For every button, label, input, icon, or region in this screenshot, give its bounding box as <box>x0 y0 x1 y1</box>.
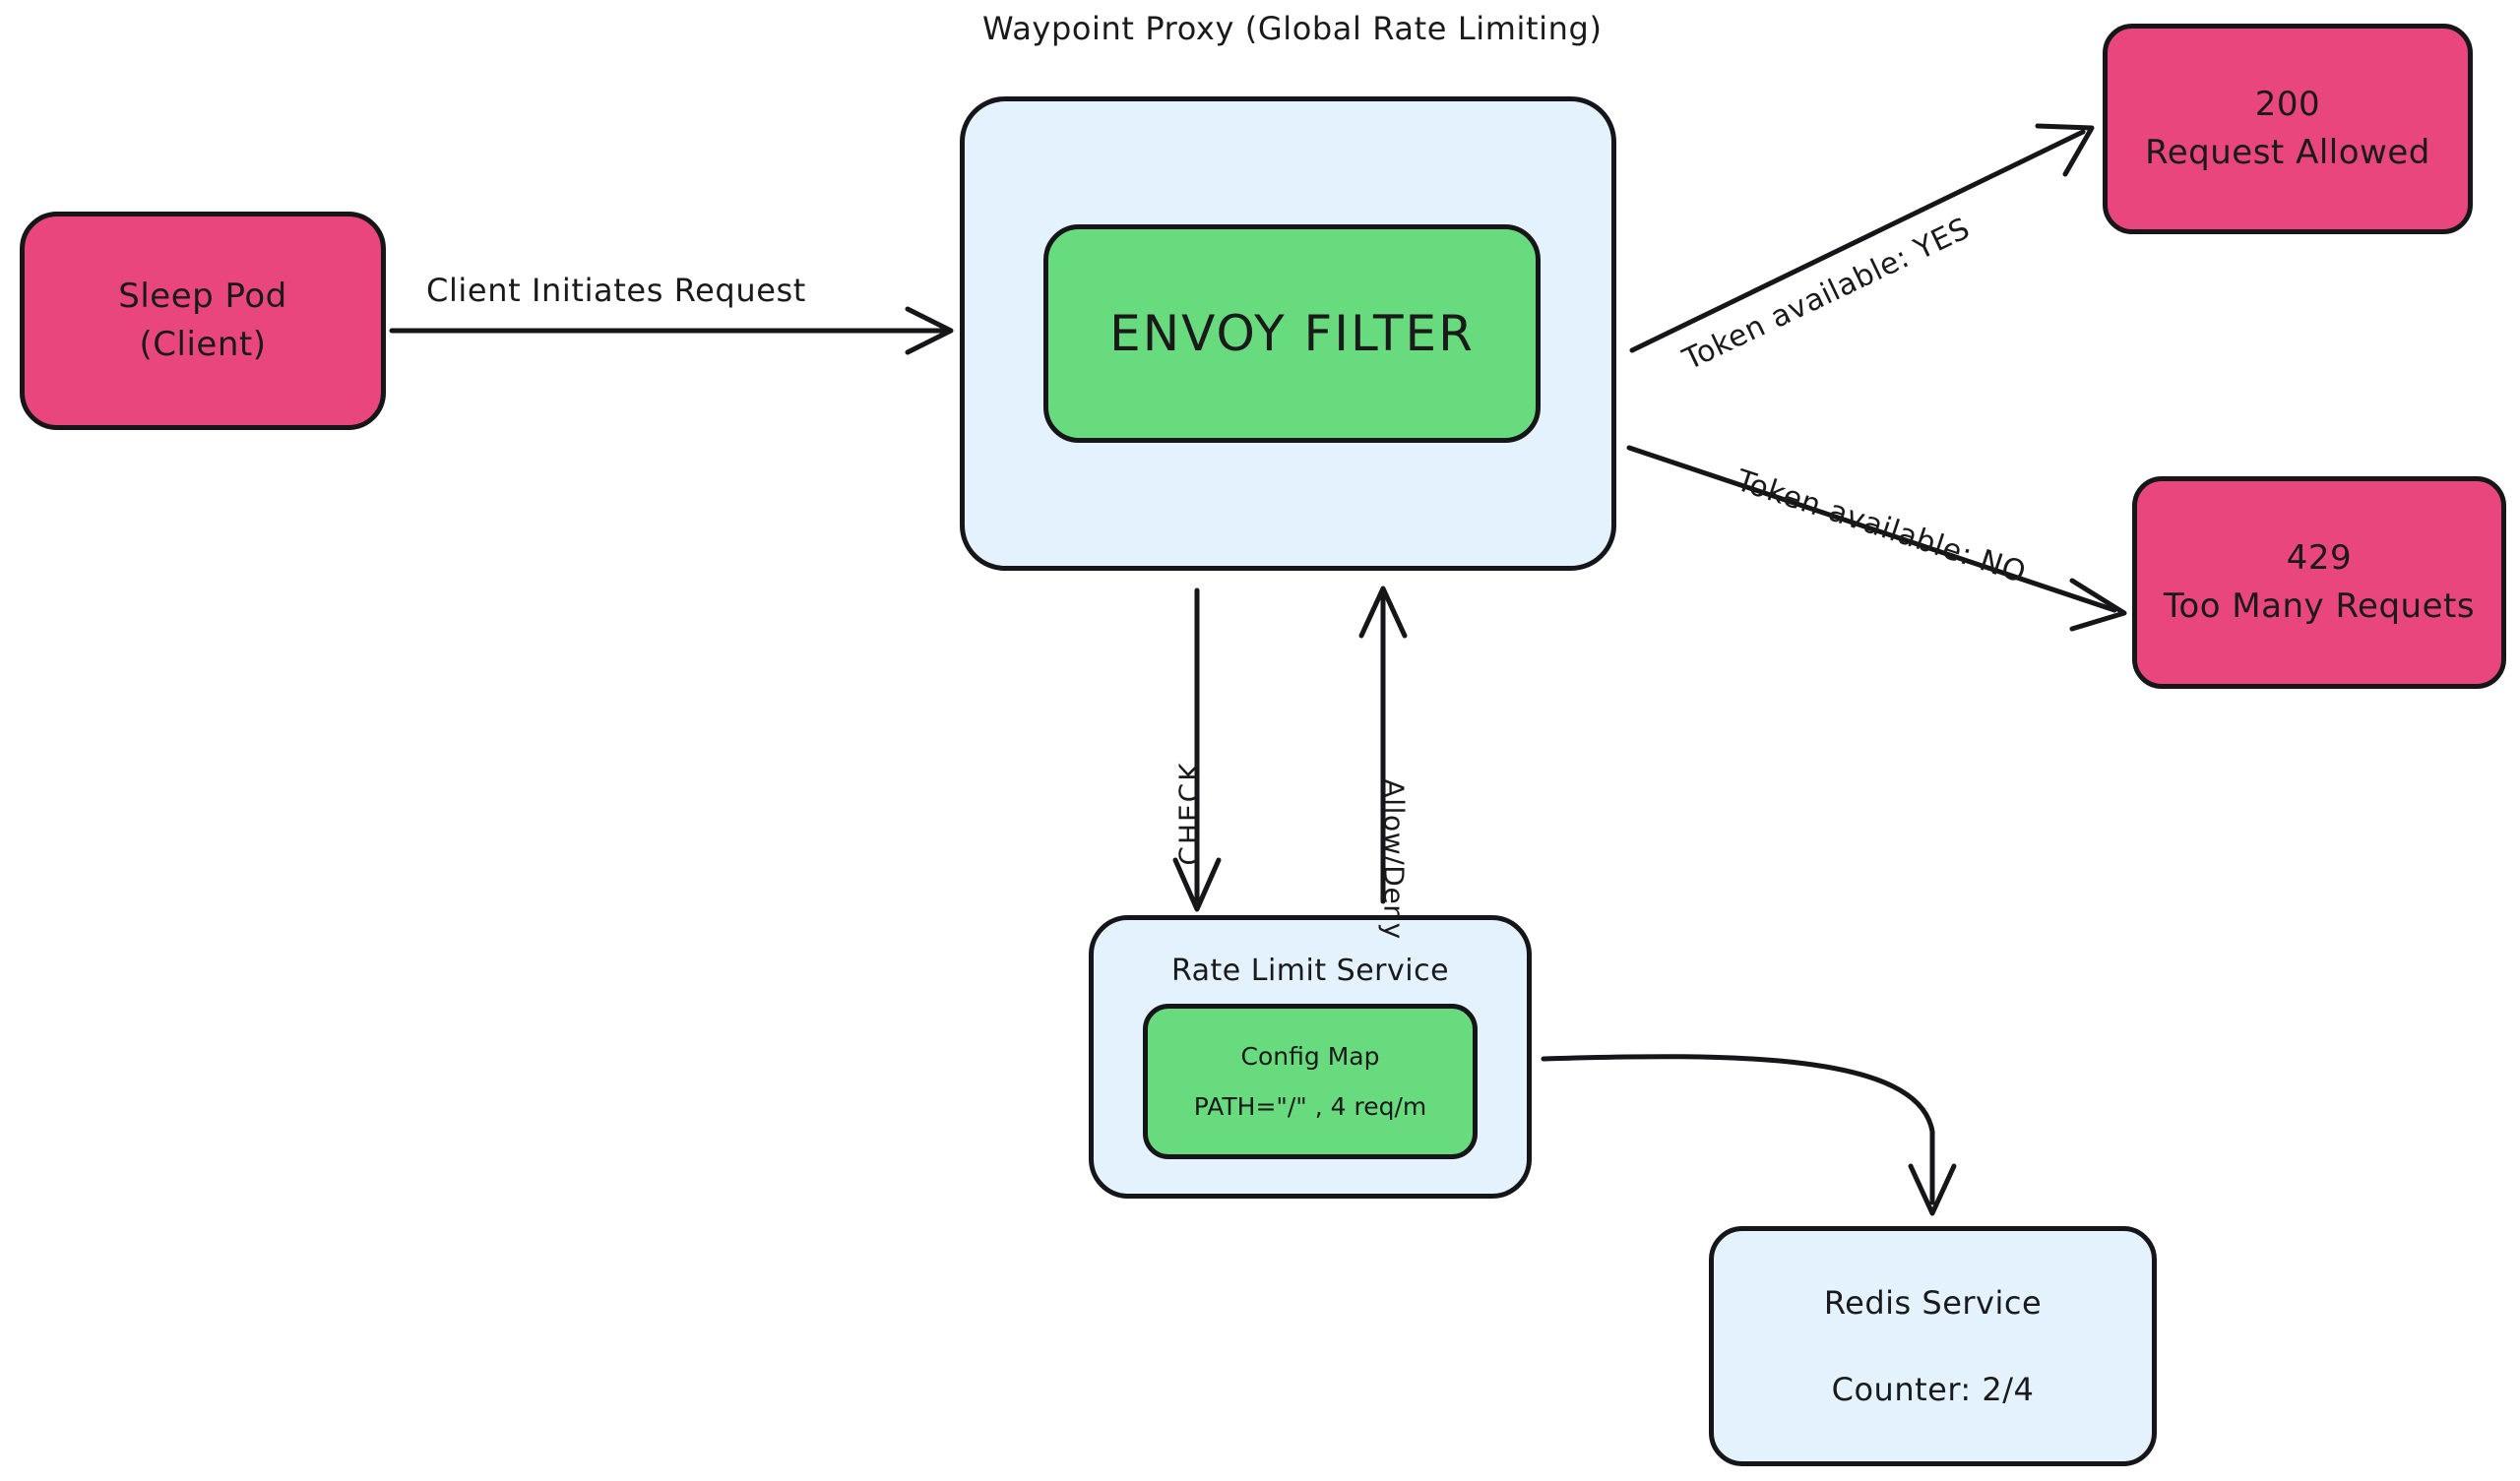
rate-limit-service-label: Rate Limit Service <box>1170 954 1450 988</box>
node-config-map[interactable]: Config Map PATH="/" , 4 req/m <box>1143 1004 1478 1159</box>
redis-service-counter: Counter: 2/4 <box>1831 1371 2035 1408</box>
sleep-pod-line1: Sleep Pod <box>118 276 287 316</box>
config-map-title: Config Map <box>1240 1042 1380 1071</box>
node-response-200[interactable]: 200 Request Allowed <box>2103 24 2473 234</box>
edge-label-allow-deny: Allow/Deny <box>1377 778 1411 940</box>
response-429-text: Too Many Requets <box>2163 586 2476 626</box>
redis-service-label: Redis Service <box>1823 1283 2043 1322</box>
diagram-title: Waypoint Proxy (Global Rate Limiting) <box>982 10 1603 47</box>
envoy-filter-label: ENVOY FILTER <box>1109 304 1475 362</box>
response-429-code: 429 <box>2286 537 2353 578</box>
edge-client-request <box>389 306 954 355</box>
node-response-429[interactable]: 429 Too Many Requets <box>2132 476 2506 689</box>
edge-check <box>1172 587 1222 912</box>
sleep-pod-line2: (Client) <box>139 325 267 364</box>
edge-allow-deny <box>1358 586 1408 904</box>
node-sleep-pod[interactable]: Sleep Pod (Client) <box>20 212 386 430</box>
node-redis-service[interactable]: Redis Service Counter: 2/4 <box>1709 1226 2157 1466</box>
edge-ratelimit-redis <box>1541 1054 1957 1216</box>
config-map-rule: PATH="/" , 4 req/m <box>1193 1092 1427 1121</box>
edge-token-yes <box>1629 123 2095 353</box>
response-200-code: 200 <box>2254 84 2321 124</box>
edge-label-client-request: Client Initiates Request <box>426 272 806 309</box>
edge-token-no <box>1626 445 2127 632</box>
response-200-text: Request Allowed <box>2145 133 2430 172</box>
node-envoy-filter[interactable]: ENVOY FILTER <box>1043 224 1541 443</box>
edge-label-check: CHECK <box>1172 761 1206 866</box>
